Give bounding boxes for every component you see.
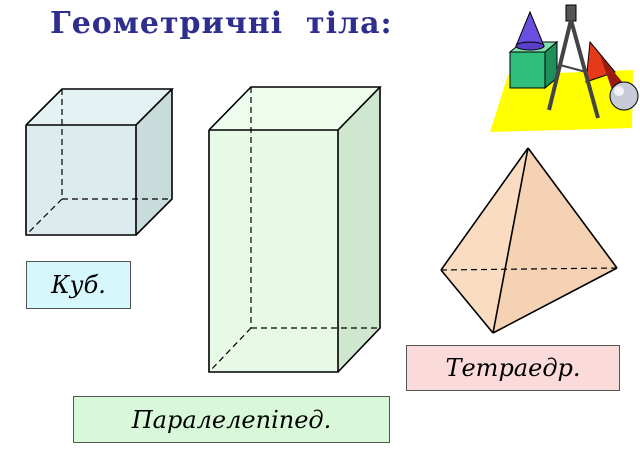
parallelepiped-shape [208,86,382,373]
parallelepiped-label: Паралелепіпед. [73,396,390,443]
geometry-clipart-icon [490,4,639,132]
tetrahedron-label: Тетраедр. [406,345,620,391]
page-title: Геометричні тіла: [50,6,393,41]
tetrahedron-shape [440,147,618,334]
cube-label: Куб. [26,261,131,309]
cube-shape [25,88,174,236]
